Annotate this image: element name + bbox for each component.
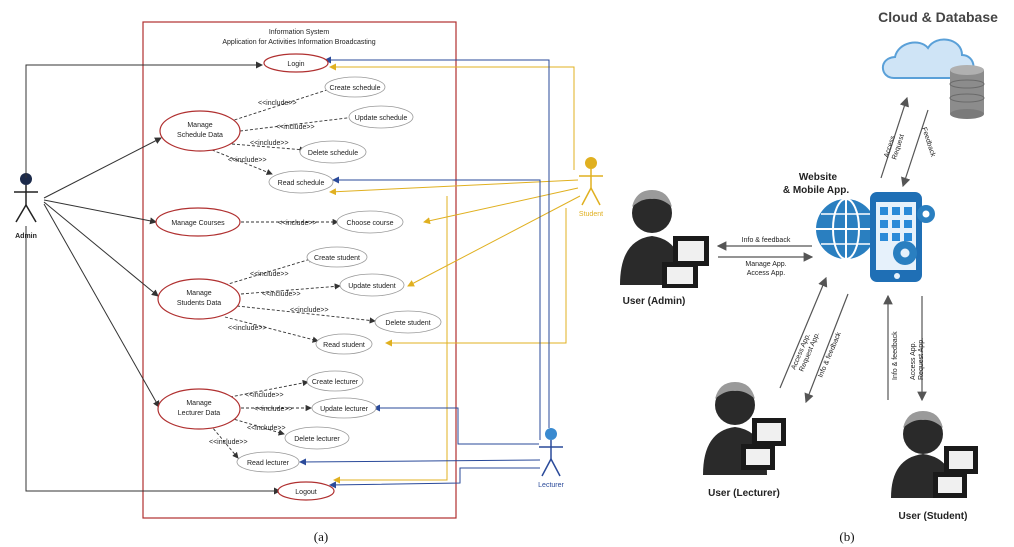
user-lecturer-label: User (Lecturer) <box>708 488 780 499</box>
uc-read-student: Read student <box>323 342 365 349</box>
include-relations <box>206 86 376 459</box>
user-lecturer-icon <box>703 382 786 475</box>
uc-create-lecturer: Create lecturer <box>312 379 359 386</box>
globe-icon <box>816 198 876 260</box>
use-case-diagram: Information System Application for Activ… <box>14 21 603 544</box>
user-admin-icon <box>620 190 709 288</box>
cloud-title: Cloud & Database <box>878 9 998 25</box>
lecturer-associations <box>299 56 550 489</box>
system-title-line2: Application for Activities Information B… <box>222 39 375 46</box>
include-label: <<include>> <box>278 220 317 227</box>
uc-create-schedule: Create schedule <box>330 85 381 92</box>
uc-manage-students-1: Manage <box>186 290 211 297</box>
system-boundary <box>142 21 457 519</box>
main-use-cases <box>155 53 335 501</box>
caption-a: (a) <box>314 529 328 544</box>
uc-read-schedule: Read schedule <box>278 180 325 187</box>
include-label: <<include>> <box>228 157 267 164</box>
actor-student-label: Student <box>579 211 603 218</box>
architecture-diagram: Cloud & Database Access Request Feedback… <box>620 9 998 544</box>
uc-logout: Logout <box>295 489 316 496</box>
use-case-labels: Login Manage Schedule Data Create schedu… <box>171 61 430 496</box>
uc-update-schedule: Update schedule <box>355 115 408 122</box>
user-student-icon <box>891 411 978 498</box>
uc-login: Login <box>287 61 304 68</box>
app-title-1: Website <box>799 172 838 183</box>
include-label: <<include>> <box>262 291 301 298</box>
gear-icon <box>893 205 935 265</box>
uc-manage-lecturer-2: Lecturer Data <box>178 410 221 417</box>
uc-delete-student: Delete student <box>385 320 430 327</box>
include-label: <<include>> <box>209 439 248 446</box>
uc-update-lecturer: Update lecturer <box>320 406 369 413</box>
admin-manage-app-label: Manage App. <box>745 261 786 268</box>
uc-delete-schedule: Delete schedule <box>308 150 358 157</box>
user-admin-label: User (Admin) <box>623 296 686 307</box>
student-arrows <box>883 294 927 402</box>
admin-access-app-label: Access App. <box>747 270 786 277</box>
include-labels: <<include>> <<include>> <<include>> <<in… <box>209 100 329 446</box>
lecturer-arrows <box>779 276 849 404</box>
student-associations <box>329 63 581 484</box>
uc-create-student: Create student <box>314 255 360 262</box>
uc-choose-course: Choose course <box>346 220 393 227</box>
uc-manage-lecturer-1: Manage <box>186 400 211 407</box>
mobile-phone-icon <box>870 192 922 282</box>
user-student-label: User (Student) <box>899 511 968 522</box>
app-title-2: & Mobile App. <box>783 185 850 196</box>
include-label: <<include>> <box>245 392 284 399</box>
student-access-app-label: Access App. <box>910 341 917 380</box>
actor-lecturer: Lecturer <box>538 428 565 489</box>
uc-read-lecturer: Read lecturer <box>247 460 290 467</box>
uc-manage-schedule-1: Manage <box>187 122 212 129</box>
sub-use-cases <box>236 76 442 473</box>
include-label: <<include>> <box>250 271 289 278</box>
uc-manage-schedule-2: Schedule Data <box>177 132 223 139</box>
include-label: <<include>> <box>258 100 297 107</box>
lecturer-info-feedback-label: Info & feedback <box>817 331 843 379</box>
admin-arrows <box>716 241 814 262</box>
caption-b: (b) <box>839 529 854 544</box>
uc-update-student: Update student <box>348 283 396 290</box>
uc-manage-students-2: Students Data <box>177 300 221 307</box>
cloud-database-icon <box>881 38 985 119</box>
student-info-feedback-label: Info & feedback <box>892 331 899 380</box>
actor-student: Student <box>579 157 603 218</box>
actor-lecturer-label: Lecturer <box>538 482 564 489</box>
include-label: <<include>> <box>250 140 289 147</box>
include-label: <<include>> <box>247 425 286 432</box>
include-label: <<include>> <box>228 325 267 332</box>
include-label: <<include>> <box>254 406 293 413</box>
cloud-arrows <box>880 96 929 188</box>
uc-delete-lecturer: Delete lecturer <box>294 436 340 443</box>
uc-manage-courses: Manage Courses <box>171 220 225 227</box>
system-title-line1: Information System <box>269 29 329 36</box>
feedback-label: Feedback <box>920 126 936 158</box>
admin-associations <box>25 61 281 495</box>
include-label: <<include>> <box>290 307 329 314</box>
admin-info-feedback-label: Info & feedback <box>742 237 791 244</box>
include-label: <<include>> <box>276 124 315 131</box>
student-request-app-label: Request App. <box>918 338 925 380</box>
